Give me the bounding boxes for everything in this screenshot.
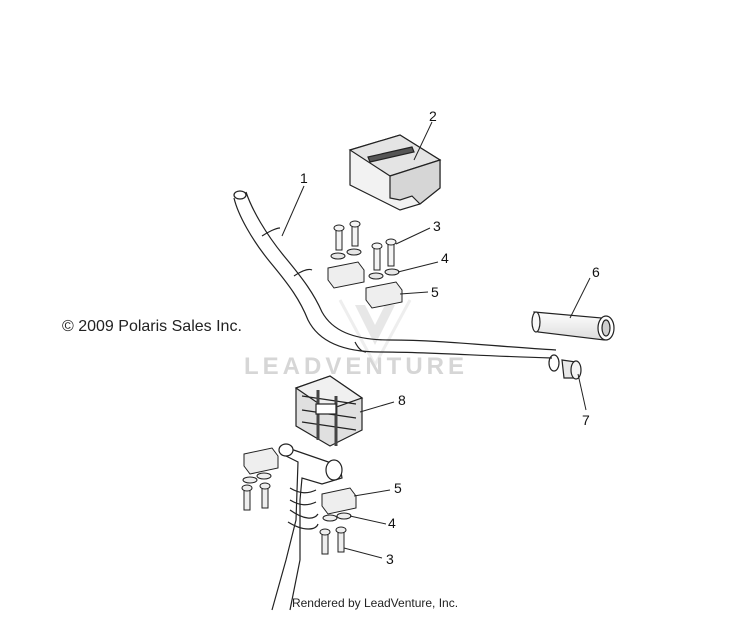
callout-7: 7 [582, 412, 590, 428]
leader-4b [349, 515, 387, 525]
watermark-logo [338, 299, 412, 369]
callout-4-lower: 4 [388, 515, 396, 531]
clamps-upper [327, 261, 403, 309]
leader-6 [569, 277, 591, 319]
leader-5b [353, 489, 391, 497]
callout-4-upper: 4 [441, 250, 449, 266]
crossbar-pad [348, 134, 442, 211]
leader-1 [281, 185, 305, 237]
leader-7 [577, 373, 587, 411]
callout-3-upper: 3 [433, 218, 441, 234]
callout-8: 8 [398, 392, 406, 408]
hand-grip [531, 311, 615, 341]
watermark-text: LEADVENTURE [244, 353, 469, 380]
callout-3-lower: 3 [386, 551, 394, 567]
callout-2: 2 [429, 108, 437, 124]
bolts-upper [333, 220, 397, 271]
leader-3a [395, 227, 431, 245]
riser-mount [294, 375, 364, 447]
end-cap [561, 359, 582, 380]
leader-lines [281, 121, 591, 559]
callout-5-upper: 5 [431, 284, 439, 300]
copyright-notice: © 2009 Polaris Sales Inc. [62, 318, 242, 335]
leader-4a [397, 261, 439, 273]
leader-5a [399, 291, 429, 295]
callout-1: 1 [300, 170, 308, 186]
washers-upper [330, 248, 400, 280]
steering-post [271, 443, 343, 611]
leader-2 [413, 121, 433, 161]
callout-6: 6 [592, 264, 600, 280]
leader-8 [359, 401, 395, 413]
parts-lower-right [319, 487, 357, 555]
handlebar [233, 190, 560, 372]
leader-3b [343, 547, 383, 559]
rendered-by-footer: Rendered by LeadVenture, Inc. [291, 596, 459, 610]
clamps-lower-left [241, 447, 279, 511]
callout-5-lower: 5 [394, 480, 402, 496]
